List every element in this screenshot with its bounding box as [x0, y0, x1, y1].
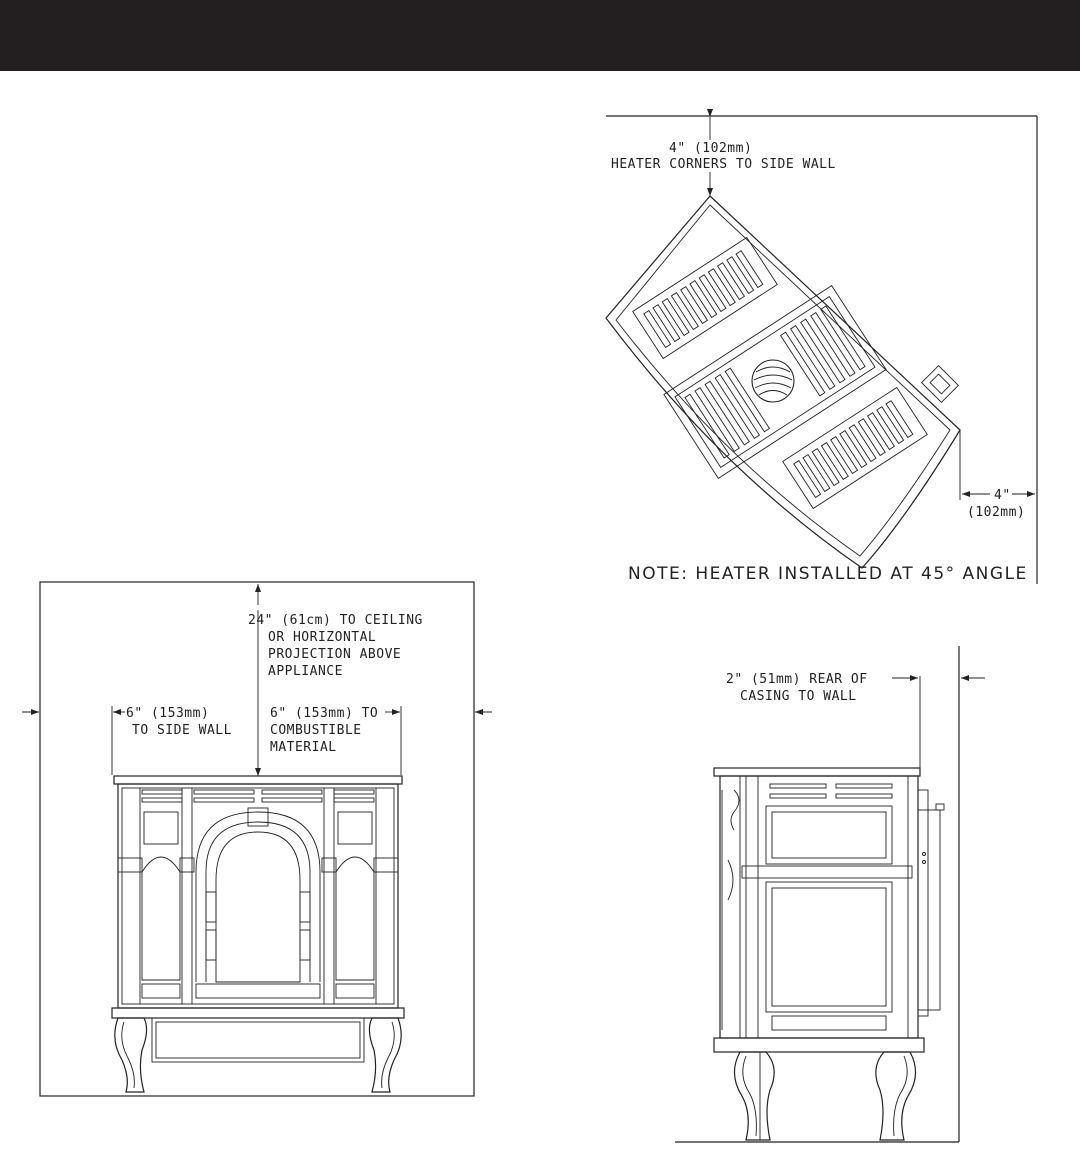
stove-front [111, 775, 405, 1093]
top-grille-center [663, 284, 887, 480]
corner-clearance-desc: HEATER CORNERS TO SIDE WALL [611, 157, 836, 172]
top-grille-right [782, 386, 928, 510]
combustible-clearance-line3: MATERIAL [270, 740, 337, 755]
stove-side [713, 767, 945, 1141]
side-clearance-metric: (102mm) [967, 505, 1025, 520]
ceiling-clearance-line4: APPLIANCE [268, 664, 343, 679]
side-clearance-label: 4" [994, 488, 1011, 503]
rear-clearance-line2: CASING TO WALL [740, 689, 857, 704]
front-view-frame [39, 581, 475, 1097]
angle-note: NOTE: HEATER INSTALLED AT 45° ANGLE [628, 564, 1028, 584]
top-view: 4" (102mm) HEATER CORNERS TO SIDE WALL [605, 109, 1038, 584]
ceiling-clearance-line1: 24" (61cm) TO CEILING [248, 613, 423, 628]
front-view: 24" (61cm) TO CEILING OR HORIZONTAL PROJ… [22, 581, 492, 1097]
combustible-clearance-line1: 6" (153mm) TO [270, 706, 378, 721]
rear-clearance-line1: 2" (51mm) REAR OF [726, 672, 868, 687]
side-wall-clearance-line2: TO SIDE WALL [132, 723, 232, 738]
corner-clearance-label: 4" (102mm) [669, 141, 752, 156]
top-grille-left [632, 236, 778, 360]
side-wall-clearance-line1: 6" (153mm) [126, 706, 209, 721]
combustible-clearance-line2: COMBUSTIBLE [270, 723, 362, 738]
ceiling-clearance-line2: OR HORIZONTAL [268, 630, 376, 645]
top-vent-box [920, 364, 960, 404]
ceiling-clearance-line3: PROJECTION ABOVE [268, 647, 401, 662]
flame-logo-icon [751, 359, 795, 403]
header-bar [0, 0, 1080, 71]
heater-top-outline [605, 195, 961, 569]
side-view: 2" (51mm) REAR OF CASING TO WALL [675, 646, 985, 1143]
